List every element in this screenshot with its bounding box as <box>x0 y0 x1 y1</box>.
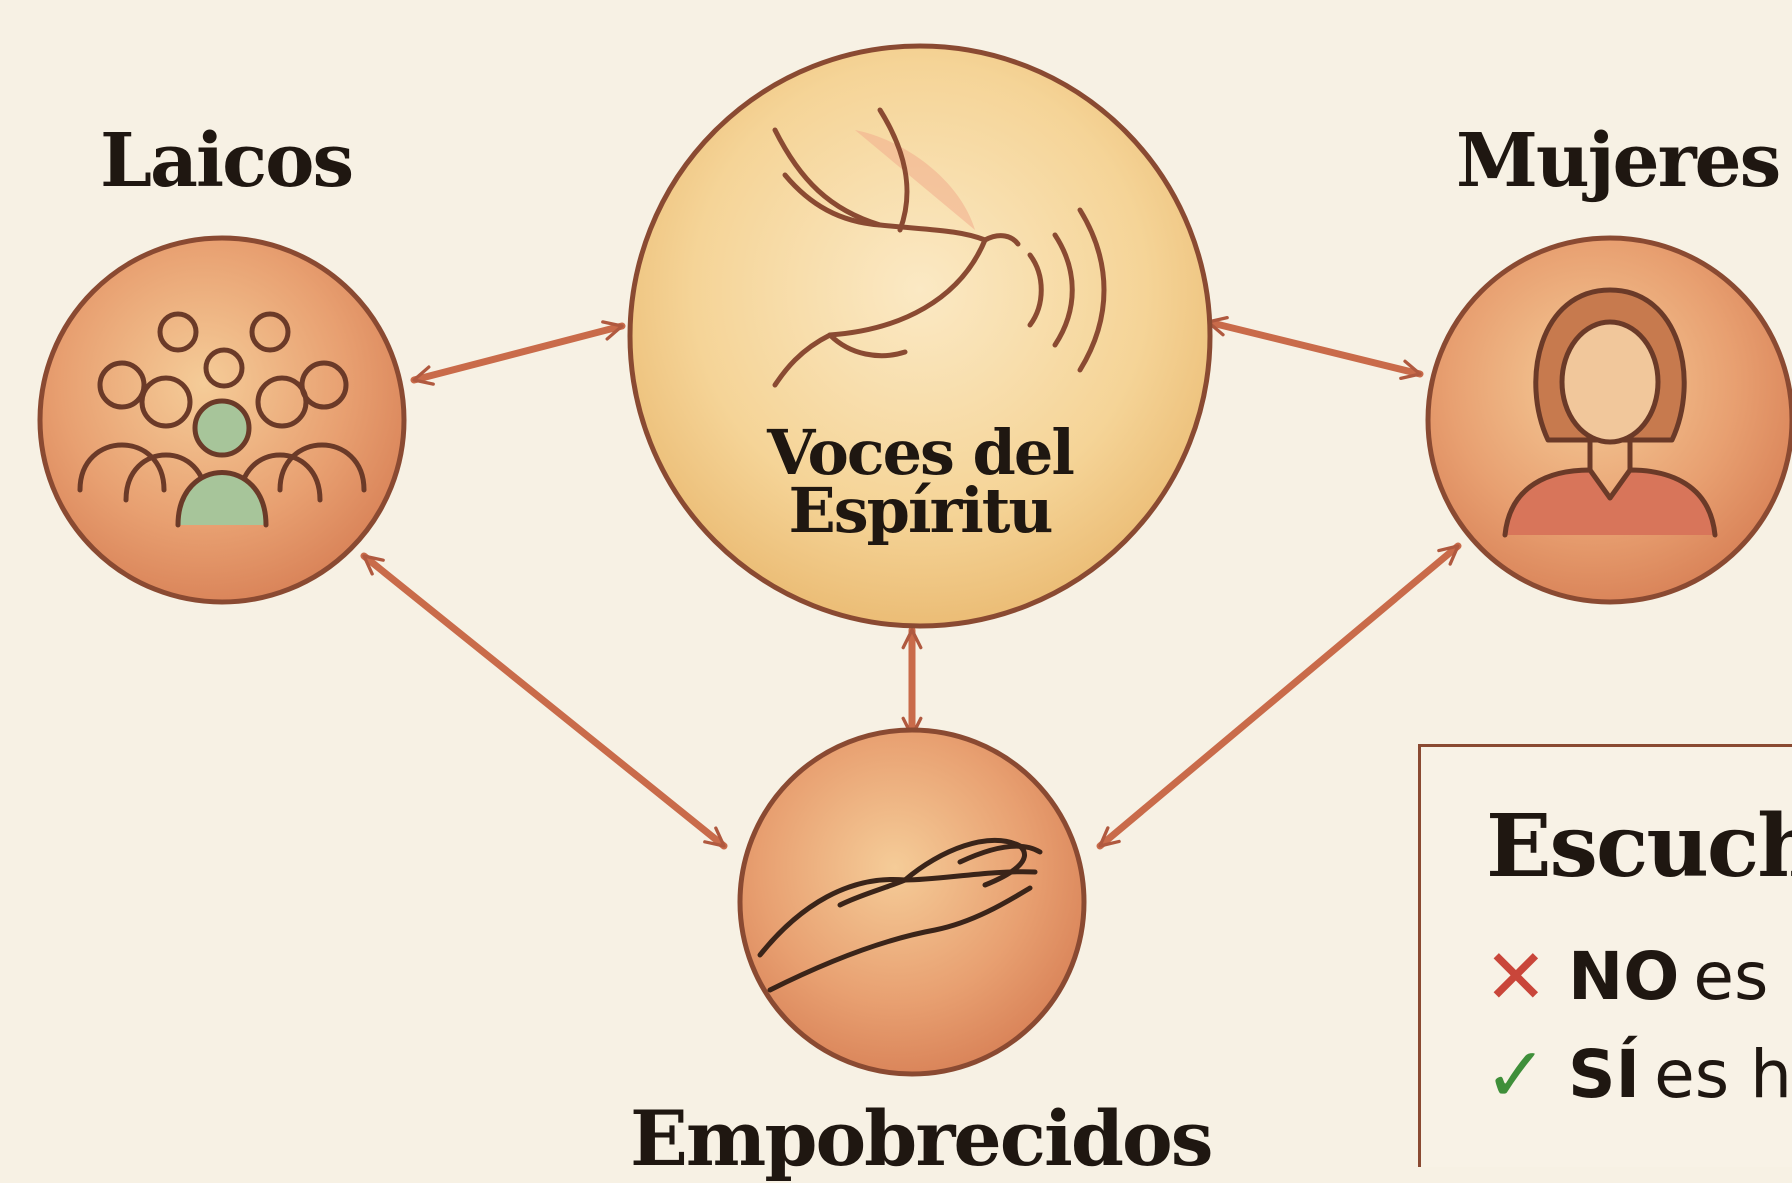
node-label-voces-line-1: Voces del <box>767 416 1075 489</box>
panel-title: Escuch <box>1486 796 1792 897</box>
dove-icon <box>772 107 1021 388</box>
panel-item-no-text: es <box>1693 938 1769 1015</box>
open-hand-icon <box>757 837 1043 993</box>
info-panel <box>1418 744 1792 1167</box>
node-mujeres <box>1425 235 1792 605</box>
node-voces <box>627 43 1213 629</box>
panel-item-si: ✓ SÍ es h <box>1484 1030 1792 1119</box>
woman-icon <box>1502 287 1718 538</box>
node-empobrecidos <box>737 727 1087 1077</box>
node-label-laicos: Laicos <box>100 118 354 204</box>
sound-waves-icon <box>1027 207 1107 373</box>
panel-item-si-keyword: SÍ <box>1568 1036 1641 1113</box>
panel-item-no-keyword: NO <box>1568 938 1680 1015</box>
panel-item-si-text: es h <box>1654 1036 1792 1113</box>
x-icon: ✕ <box>1484 932 1548 1021</box>
arrow-voces-laicos <box>410 320 626 386</box>
arrow-voces-mujeres <box>1204 315 1424 381</box>
arrow-mujeres-empobrecidos <box>1096 542 1462 850</box>
node-label-empobrecidos: Empobrecidos <box>630 1094 1213 1183</box>
arrow-laicos-empobrecidos <box>360 552 728 850</box>
node-laicos <box>37 235 407 605</box>
node-label-mujeres: Mujeres <box>1456 118 1781 204</box>
people-group-icon <box>77 311 367 528</box>
check-icon: ✓ <box>1484 1030 1548 1119</box>
node-label-voces: Voces del Espíritu <box>700 416 1140 547</box>
node-label-voces-line-2: Espíritu <box>788 474 1054 547</box>
panel-item-no: ✕ NO es <box>1484 932 1768 1021</box>
